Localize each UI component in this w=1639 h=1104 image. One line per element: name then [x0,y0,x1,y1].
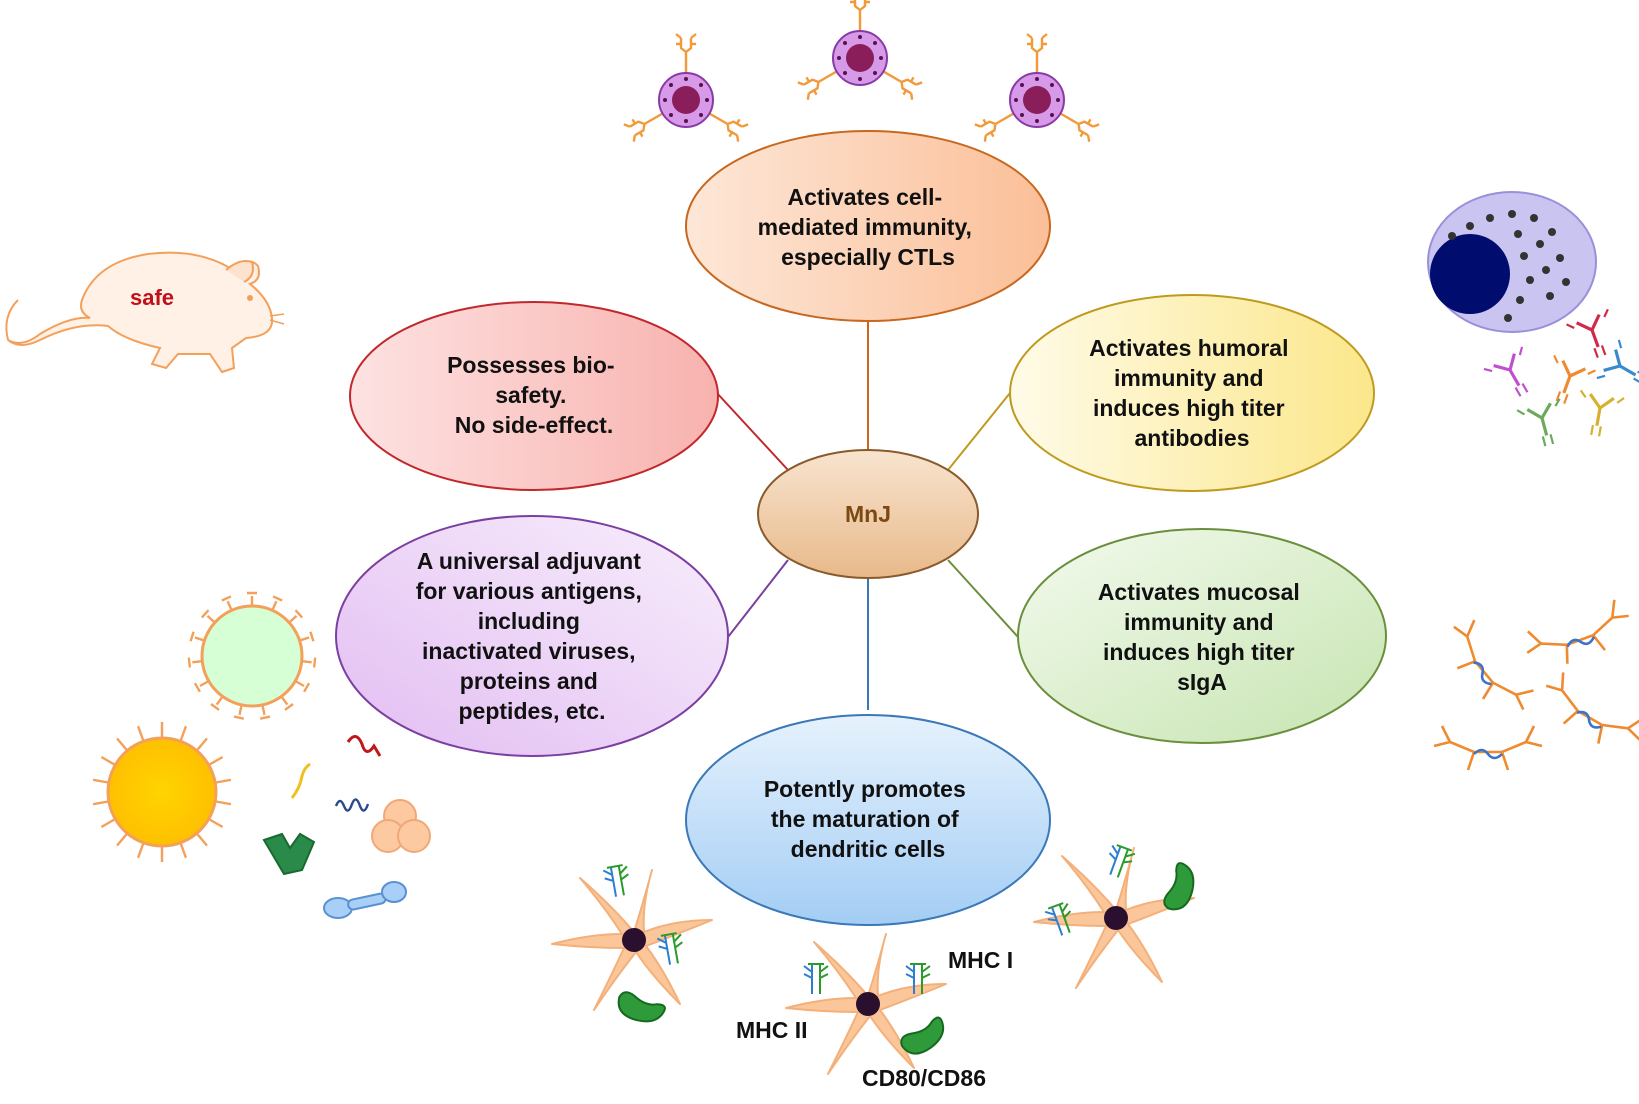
antibody-icon [1564,307,1624,366]
connector-upper-left [715,391,789,471]
bubble-lower-left-shape [335,515,729,757]
mhc2-label: MHC II [736,1017,808,1043]
protein-icon [371,799,431,853]
antibody-icon [1482,345,1545,407]
bubble-lower-right-line: induces high titer [1103,639,1295,665]
bubble-lower-left-line: for various antigens, [416,578,642,604]
bubble-lower-left-line: inactivated viruses, [422,638,636,664]
bubble-lower-right-line: immunity and [1124,609,1274,635]
bubble-upper-right-line: Activates humoral [1089,335,1288,361]
bubble-top-shape [685,130,1051,322]
bubble-upper-left-text: Possesses bio- safety. No side-effect. [447,352,621,438]
bubble-upper-right-shape [1009,294,1375,492]
mhc1-label: MHC I [948,947,1013,973]
bubble-lower-right: Activates mucosal immunity and induces h… [1017,528,1387,744]
cd80-label: CD80/CD86 [862,1065,986,1091]
secretory-iga-icon [1532,667,1639,762]
bubble-upper-left-line: safety. [495,382,566,408]
bubble-lower-left-text: A universal adjuvant for various antigen… [416,548,649,724]
virus-icon [92,722,232,862]
bubble-top: Activates cell- mediated immunity, espec… [685,130,1051,322]
siga-cluster [1432,595,1639,772]
bubble-lower-left: A universal adjuvant for various antigen… [335,515,729,757]
center-label: MnJ [845,501,891,527]
secretory-iga-icon [1519,595,1639,677]
ctl-cluster [624,0,1099,142]
connector-lower-left [727,559,789,638]
secretory-iga-icon [1432,724,1544,772]
peptide-icon [290,762,311,799]
connector-upper-right [947,392,1011,471]
bubble-upper-right-text: Activates humoral immunity and induces h… [1089,335,1295,451]
virus-icon [187,591,317,720]
antigen-cluster [92,591,431,919]
bubble-upper-right-line: induces high titer [1093,395,1285,421]
t-cell-icon [975,34,1099,142]
dendritic-cell-icon [1033,842,1202,989]
t-cell-icon [624,34,748,142]
antibody-icon [1538,353,1598,412]
bubble-lower-right-text: Activates mucosal immunity and induces h… [1098,579,1306,695]
bubble-lower-right-shape [1017,528,1387,744]
dendritic-cell-icon [551,863,713,1030]
bubble-upper-left-shape [349,301,719,491]
bubble-top-text: Activates cell- mediated immunity, espec… [758,184,979,270]
center-node: MnJ [757,449,979,579]
bubble-upper-left-line: Possesses bio- [447,352,614,378]
bubble-top-line: Activates cell- [787,184,942,210]
bubble-upper-right-line: antibodies [1134,425,1249,451]
bubble-lower-left-line: peptides, etc. [459,698,606,724]
secretory-iga-icon [1434,612,1540,727]
protein-icon [262,832,316,876]
peptide-icon [346,735,382,757]
mouse-icon: safe [5,251,285,374]
bubble-bottom-line: dendritic cells [791,836,946,862]
bubble-lower-left-line: including [478,608,580,634]
mouse-label: safe [130,285,174,310]
peptide-icon [334,798,370,812]
bubble-bottom-line: Potently promotes [764,776,966,802]
bubble-upper-right: Activates humoral immunity and induces h… [1009,294,1375,492]
bubble-upper-right-line: immunity and [1114,365,1264,391]
antibody-icon [1515,397,1573,453]
bubble-lower-left-line: proteins and [460,668,598,694]
center-shape [757,449,979,579]
connector-lower-right [947,559,1019,638]
bubble-bottom-text: Potently promotes the maturation of dend… [764,776,972,862]
protein-icon [323,881,407,919]
bubble-top-line: mediated immunity, [758,214,972,240]
bubble-lower-left-line: A universal adjuvant [417,548,641,574]
connectors [715,320,1019,710]
dendritic-cell-icon [785,933,952,1075]
t-cell-icon [798,0,922,100]
bubble-top-line: especially CTLs [781,244,955,270]
bubble-bottom: Potently promotes the maturation of dend… [685,714,1051,926]
bubble-upper-left: Possesses bio- safety. No side-effect. [349,301,719,491]
antibody-icon [1571,388,1626,441]
bubble-lower-right-line: sIgA [1177,669,1227,695]
bubble-lower-right-line: Activates mucosal [1098,579,1300,605]
bubble-bottom-line: the maturation of [771,806,959,832]
bubble-upper-left-line: No side-effect. [455,412,613,438]
bubble-bottom-shape [685,714,1051,926]
plasma-cell-icon [1427,191,1597,333]
